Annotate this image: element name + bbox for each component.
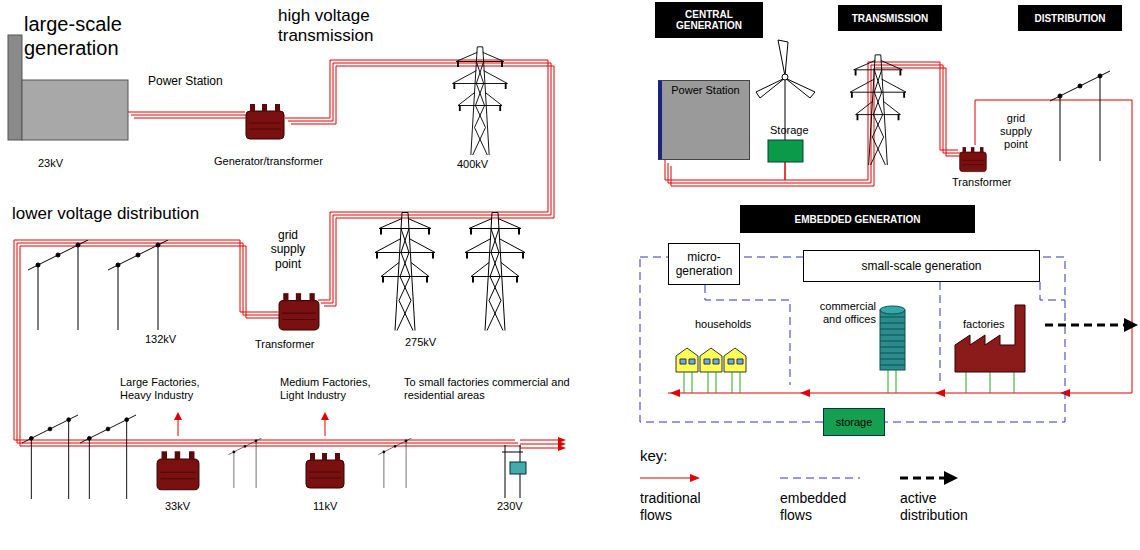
node-text: storage bbox=[836, 416, 873, 428]
storage-box: storage bbox=[823, 408, 885, 436]
text-label: factories bbox=[963, 318, 1033, 331]
node-text: Power Station bbox=[671, 84, 739, 96]
text-label: 230V bbox=[497, 500, 547, 513]
node-text: EMBEDDED GENERATION bbox=[795, 214, 921, 225]
text-label: Medium Factories, Light Industry bbox=[280, 376, 392, 402]
text-label: high voltage transmission bbox=[278, 6, 403, 47]
text-label: large-scale generation bbox=[24, 12, 142, 60]
text-label: 275kV bbox=[405, 336, 465, 349]
text-label: households bbox=[695, 318, 775, 331]
group-box: small-scale generation bbox=[803, 250, 1040, 282]
node-text: CENTRAL GENERATION bbox=[660, 9, 758, 31]
node-text: small-scale generation bbox=[861, 259, 981, 273]
power-station: Power Station bbox=[658, 80, 750, 160]
text-label: Storage bbox=[770, 124, 830, 137]
text-label: Power Station bbox=[148, 74, 248, 88]
text-label: Transformer bbox=[255, 338, 335, 351]
text-label: 11kV bbox=[313, 500, 363, 513]
text-label: Generator/transformer bbox=[214, 155, 344, 168]
text-label: Large Factories, Heavy Industry bbox=[120, 376, 228, 402]
group-box: micro- generation bbox=[668, 243, 740, 285]
text-label: To small factories commercial and reside… bbox=[404, 376, 572, 402]
header-box: DISTRIBUTION bbox=[1018, 5, 1122, 31]
text-label: lower voltage distribution bbox=[12, 204, 272, 224]
text-label: 33kV bbox=[165, 500, 215, 513]
text-label: 23kV bbox=[38, 157, 88, 170]
legend-text: traditional flows bbox=[640, 490, 715, 524]
text-label: 132kV bbox=[145, 333, 195, 346]
text-label: commercial and offices bbox=[812, 300, 876, 326]
legend-text: active distribution bbox=[900, 490, 990, 524]
header-box: TRANSMISSION bbox=[838, 5, 942, 31]
node-text: TRANSMISSION bbox=[852, 13, 929, 24]
header-box: EMBEDDED GENERATION bbox=[740, 205, 975, 233]
node-text: micro- generation bbox=[674, 250, 734, 278]
text-label: Transformer bbox=[952, 176, 1032, 189]
text-label: key: bbox=[640, 447, 700, 465]
text-label: grid supply point bbox=[990, 112, 1042, 152]
legend-text: embedded flows bbox=[780, 490, 855, 524]
text-label: 400kV bbox=[457, 158, 517, 171]
text-label: grid supply point bbox=[262, 228, 314, 271]
node-text: DISTRIBUTION bbox=[1034, 13, 1105, 24]
header-box: CENTRAL GENERATION bbox=[655, 2, 763, 38]
